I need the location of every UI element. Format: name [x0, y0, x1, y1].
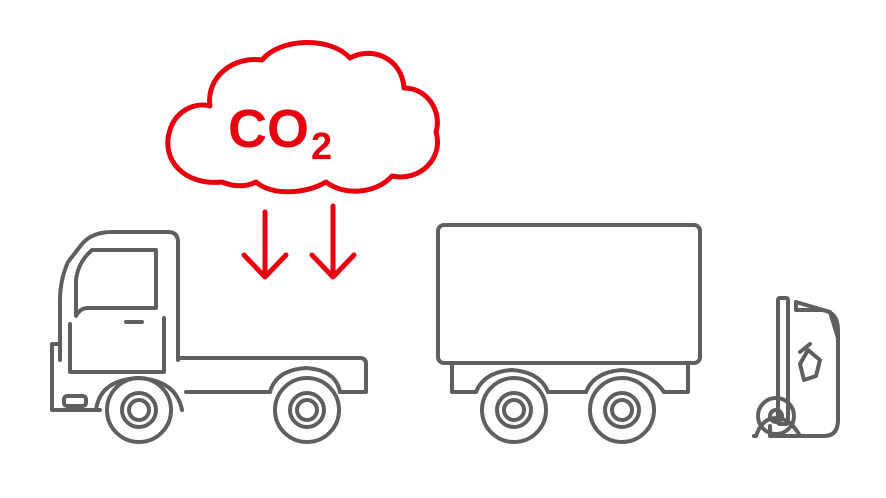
front-wheel: [105, 376, 173, 444]
cab-window: [74, 248, 158, 318]
down-arrow-icon: [241, 203, 357, 280]
forklift-icon: [752, 296, 840, 438]
rear-wheel-arch: [268, 366, 342, 394]
truck-cab-icon: [50, 230, 368, 444]
arrow-left: [241, 209, 289, 280]
trailer-icon: [436, 223, 702, 444]
cab-body: [58, 230, 180, 362]
forklift-body: [752, 300, 840, 438]
trailer-undercarriage: [450, 361, 478, 394]
forklift-mast: [776, 296, 790, 426]
co2-main-label: CO: [228, 99, 309, 159]
arrow-right: [309, 203, 357, 280]
trailer-wheel-right: [588, 376, 656, 444]
trailer-box: [436, 223, 702, 365]
rear-wheel: [273, 376, 341, 444]
headlight: [62, 394, 88, 408]
forklift-steering: [798, 342, 812, 354]
forklift-wheel: [756, 396, 796, 436]
truck-chassis: [176, 356, 368, 394]
forklift-seat: [798, 348, 822, 382]
trailer-arch-left: [474, 368, 550, 394]
cab-door: [68, 316, 166, 374]
forklift-guard: [794, 300, 840, 340]
trailer-undercarriage-right: [662, 361, 690, 394]
trailer-arch-right: [584, 368, 666, 394]
cloud-outline: [165, 40, 440, 195]
co2-subscript-label: 2: [311, 126, 332, 168]
co2-cloud-icon: CO2: [165, 40, 440, 195]
trailer-wheel-left: [480, 376, 548, 444]
co2-text: CO2: [228, 99, 332, 168]
front-bumper: [50, 342, 102, 412]
